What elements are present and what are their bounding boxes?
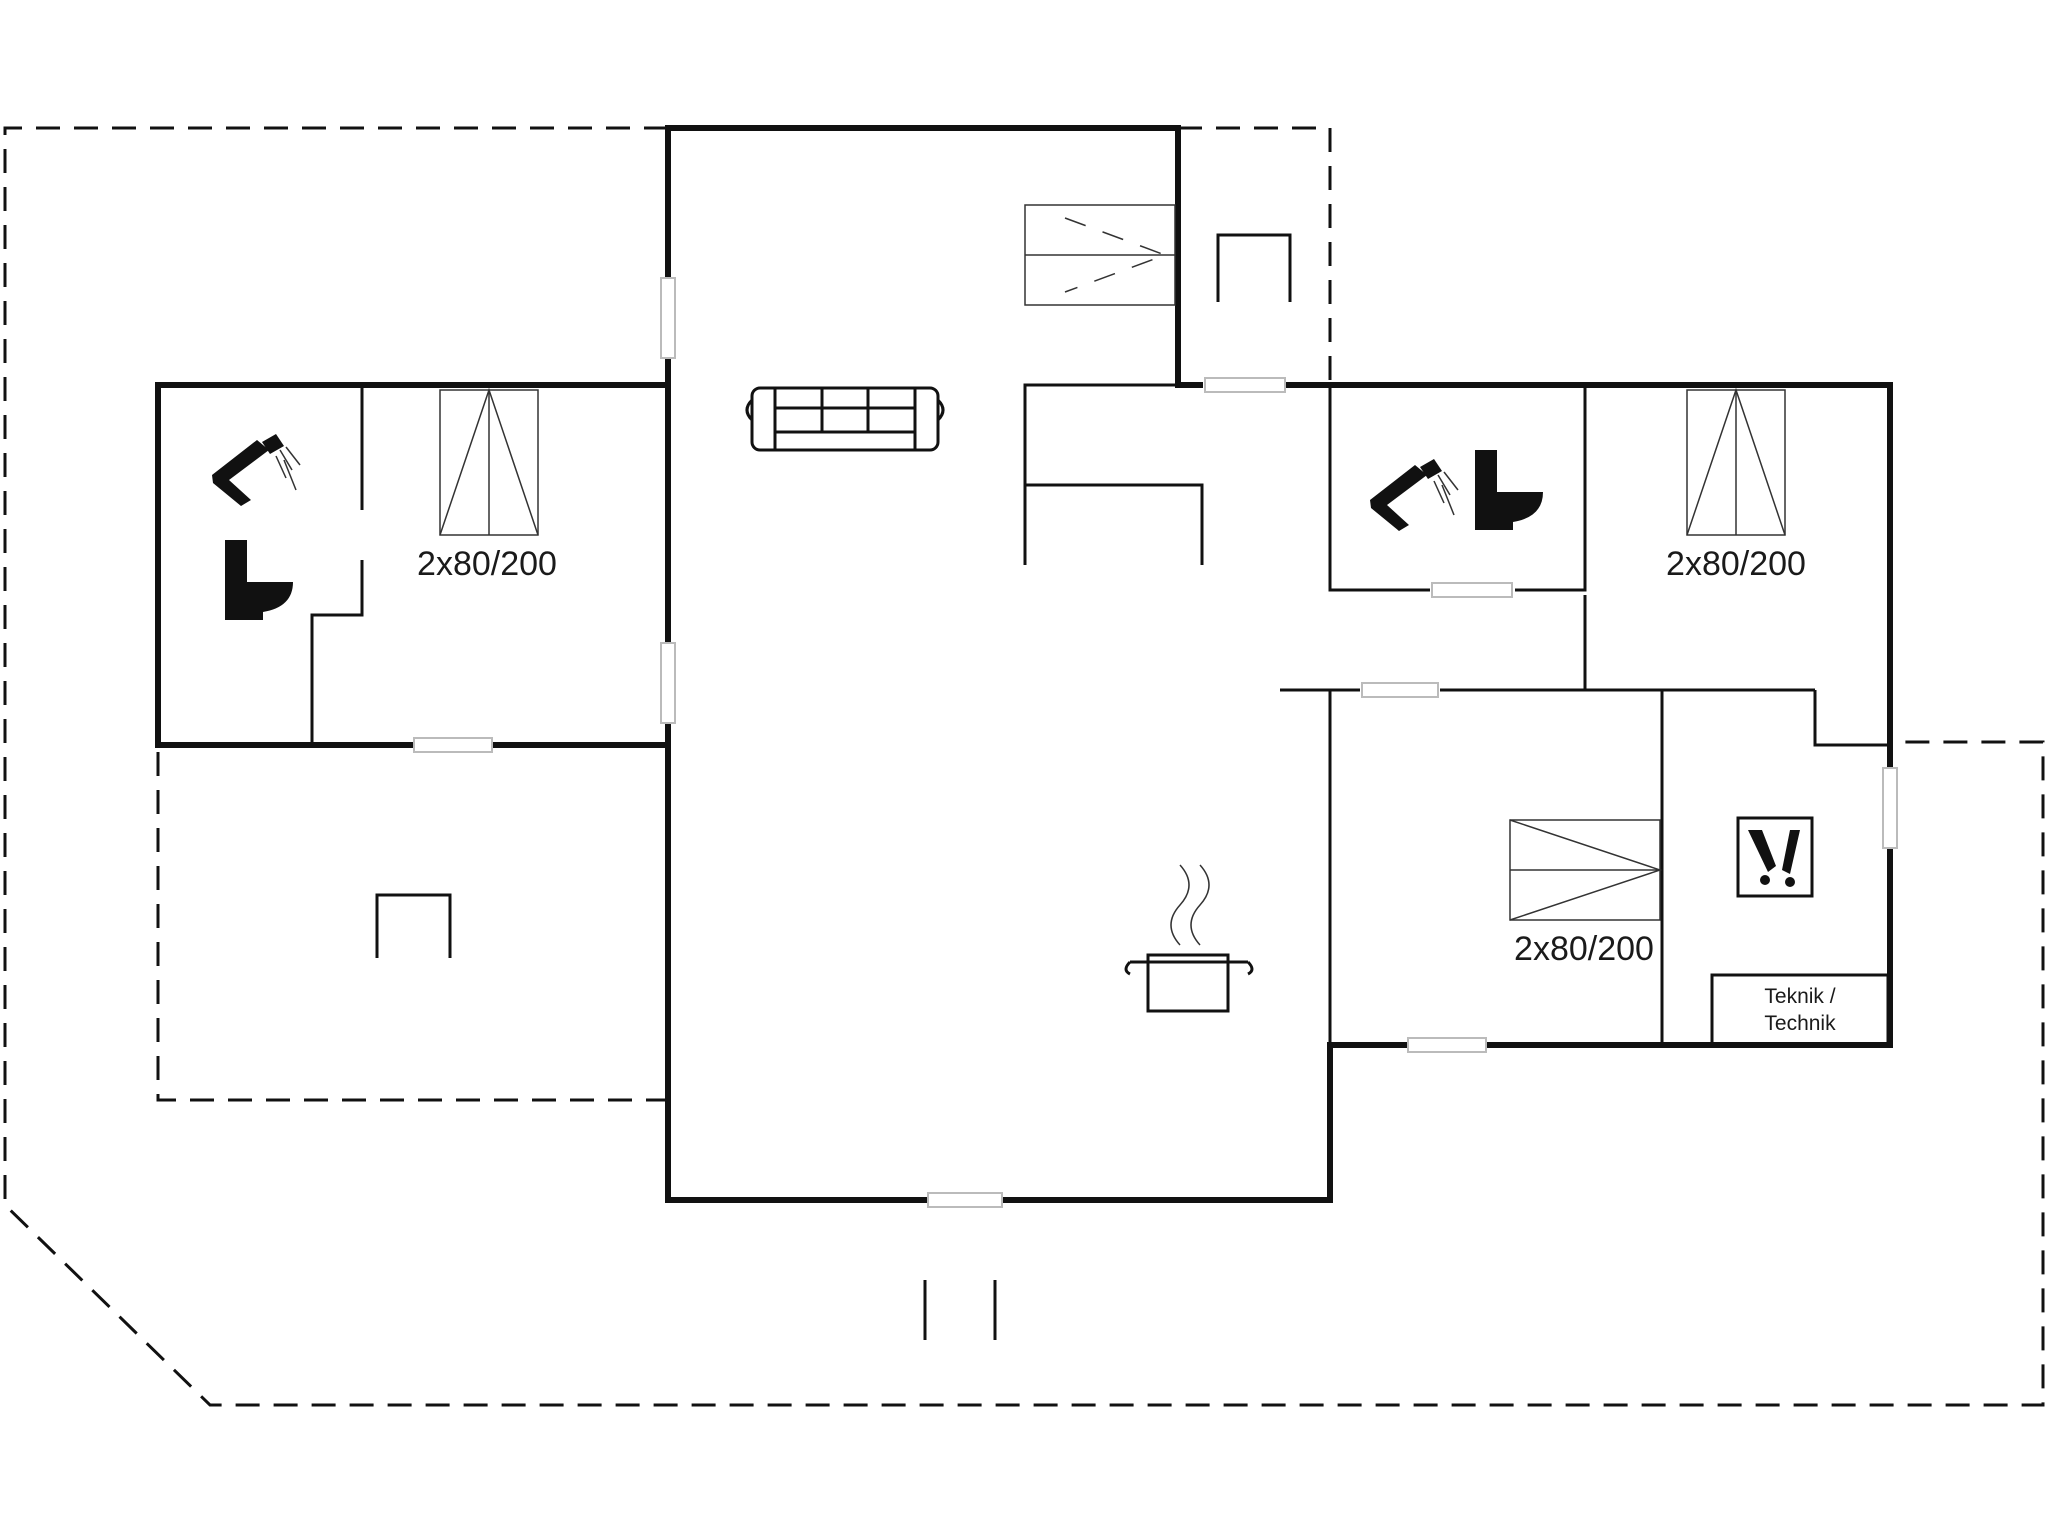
- bed-south: [1509, 819, 1663, 921]
- toilet-icon: [1475, 450, 1543, 530]
- bed-label-east: 2x80/200: [1666, 545, 1806, 583]
- walls: [155, 125, 1893, 1203]
- washing-machine-icon: [1736, 816, 1814, 898]
- bed-label-west: 2x80/200: [417, 545, 557, 583]
- cooking-pot-icon: [1124, 864, 1254, 1013]
- toilet-icon: [225, 540, 293, 620]
- garden-chair-icon: [1216, 233, 1292, 302]
- utility-label-line2: Technik: [1764, 1012, 1836, 1035]
- garden-chair-icon: [375, 893, 452, 958]
- utility-room: Teknik / Technik: [1710, 973, 1890, 1047]
- shower-icon: [212, 434, 301, 506]
- bed-north: [1024, 204, 1176, 306]
- bed-west: [439, 387, 539, 536]
- sofa-icon: [745, 386, 945, 452]
- terrace-outline: [3, 126, 2045, 1407]
- bed-east: [1686, 387, 1786, 536]
- shower-icon: [1370, 459, 1459, 531]
- openings: [413, 277, 1898, 1208]
- utility-label-line1: Teknik /: [1764, 985, 1835, 1008]
- entrance-steps: [923, 1280, 997, 1340]
- bed-label-south: 2x80/200: [1514, 930, 1654, 968]
